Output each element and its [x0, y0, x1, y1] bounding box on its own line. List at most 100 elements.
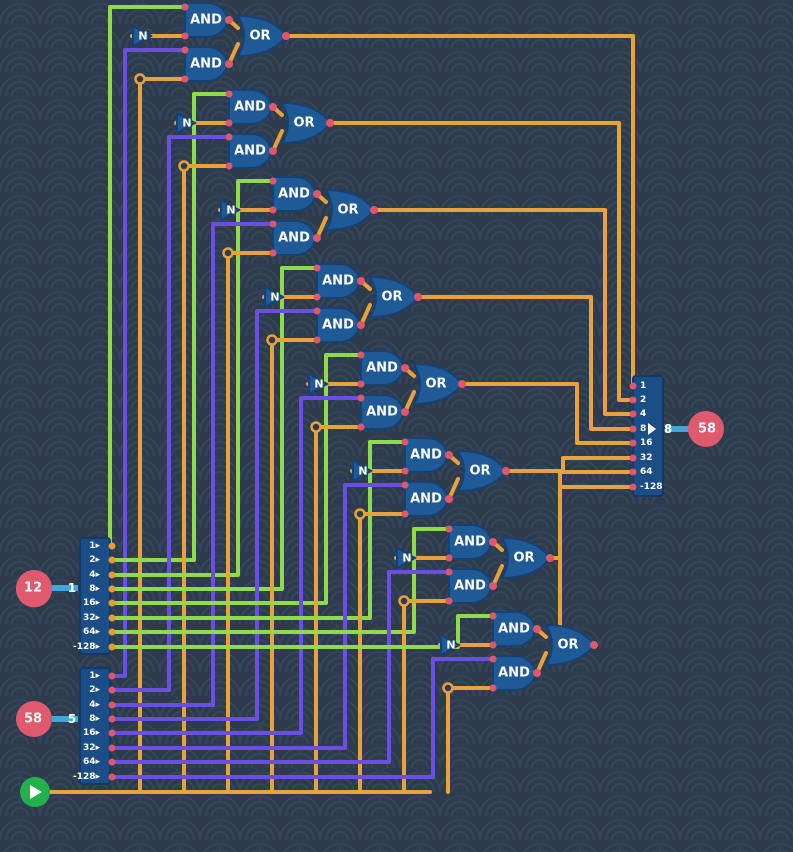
- gate-pin: [445, 597, 453, 605]
- not-gate: N: [132, 24, 154, 48]
- splitter-bit-label: 4▸: [89, 700, 100, 710]
- or-gate-body: [368, 275, 420, 319]
- gate-pin: [445, 554, 453, 562]
- splitter-bit-label: 8▸: [89, 584, 100, 594]
- select-input[interactable]: [20, 777, 50, 807]
- not-gate: N: [264, 285, 286, 309]
- input-a-body[interactable]: [16, 570, 52, 606]
- and-gate-label: AND: [410, 492, 442, 507]
- and-gate: AND: [316, 307, 360, 343]
- wire-b-bit: [110, 657, 495, 779]
- and-gate-label: AND: [278, 231, 310, 246]
- gate-pin: [313, 234, 321, 242]
- gate-pin: [445, 495, 453, 503]
- not-gate: N: [396, 546, 418, 570]
- io-components: 1▸2▸4▸8▸16▸32▸64▸-128▸1▸2▸4▸8▸16▸32▸64▸-…: [16, 375, 724, 807]
- input-b-splitter: 1▸2▸4▸8▸16▸32▸64▸-128▸: [73, 667, 116, 785]
- splitter-pin: [108, 773, 116, 781]
- splitter-bit-label: 64▸: [83, 627, 101, 637]
- gate-pin: [458, 380, 466, 388]
- and-gate: AND: [492, 611, 536, 647]
- wire-a-bit: [110, 353, 363, 605]
- gate-pin: [357, 277, 365, 285]
- wire-a-bit: [110, 440, 407, 620]
- splitter-pin: [108, 628, 116, 636]
- splitter-bit-label: 32▸: [83, 743, 101, 753]
- gate-pin: [225, 90, 233, 98]
- gate-pin: [269, 147, 277, 155]
- wire-a-bit: [110, 92, 231, 562]
- splitter-bit-label: -128▸: [73, 772, 101, 782]
- or-gate: OR: [544, 623, 596, 667]
- splitter-pin: [108, 599, 116, 607]
- gate-pin: [269, 220, 277, 228]
- splitter-bit-label: -128▸: [73, 642, 101, 652]
- splitter-bit-label: 32▸: [83, 613, 101, 623]
- gate-pin: [489, 684, 497, 692]
- and-gate: AND: [360, 394, 404, 430]
- and-gate-label: AND: [190, 13, 222, 28]
- gate-pin: [489, 641, 497, 649]
- or-gate-body: [544, 623, 596, 667]
- wire-junction: [222, 247, 234, 259]
- combiner-pin: [629, 483, 637, 491]
- gate-pin: [269, 103, 277, 111]
- splitter-bit-label: 64▸: [83, 757, 101, 767]
- wire-junction: [178, 160, 190, 172]
- wire-junction: [134, 73, 146, 85]
- not-gate-body: [308, 372, 330, 396]
- gate-pin: [225, 133, 233, 141]
- splitter-body: [79, 667, 111, 785]
- splitter-bit-label: 8▸: [89, 714, 100, 724]
- and-gate: AND: [360, 350, 404, 386]
- and-gate: AND: [184, 46, 228, 82]
- or-gate-label: OR: [337, 203, 358, 218]
- splitter-pin: [108, 701, 116, 709]
- input-b-value: 58: [24, 712, 42, 727]
- splitter-pin: [108, 715, 116, 723]
- or-gate-body: [236, 14, 288, 58]
- or-gate-body: [280, 101, 332, 145]
- splitter-pin: [108, 571, 116, 579]
- not-gate-body: [440, 633, 462, 657]
- gate-pin: [401, 408, 409, 416]
- not-gate-label: N: [138, 30, 147, 43]
- and-gate: AND: [448, 524, 492, 560]
- gate-pin: [181, 75, 189, 83]
- gate-pin: [401, 467, 409, 475]
- gate-pin: [181, 3, 189, 11]
- wire-b-bit: [110, 570, 451, 764]
- gate-pin: [313, 190, 321, 198]
- or-gate-label: OR: [469, 464, 490, 479]
- or-gate: OR: [324, 188, 376, 232]
- input-b-body[interactable]: [16, 701, 52, 737]
- gate-pin: [401, 364, 409, 372]
- wire-b-bit: [110, 48, 187, 678]
- not-gate-body: [220, 198, 242, 222]
- gate-pin: [269, 177, 277, 185]
- and-gate: AND: [272, 176, 316, 212]
- input-b-connector: [52, 716, 78, 722]
- and-gate-label: AND: [454, 579, 486, 594]
- wire-or-out: [460, 382, 635, 445]
- combiner-bit-label: 1: [640, 381, 646, 391]
- gate-pin: [414, 293, 422, 301]
- splitter-pin: [108, 542, 116, 550]
- and-gate-label: AND: [322, 274, 354, 289]
- output-connector: [665, 426, 691, 432]
- combiner-body: [632, 375, 664, 497]
- wire-or-out: [284, 34, 635, 388]
- combiner-bit-label: -128: [640, 482, 663, 492]
- or-gate-label: OR: [293, 116, 314, 131]
- wire-junction: [310, 421, 322, 433]
- not-gate: N: [220, 198, 242, 222]
- gate-pin: [445, 525, 453, 533]
- wire-junction: [398, 595, 410, 607]
- gate-pin: [445, 568, 453, 576]
- wire-b-bit: [110, 396, 363, 735]
- or-gate: OR: [500, 536, 552, 580]
- and-gate-label: AND: [498, 666, 530, 681]
